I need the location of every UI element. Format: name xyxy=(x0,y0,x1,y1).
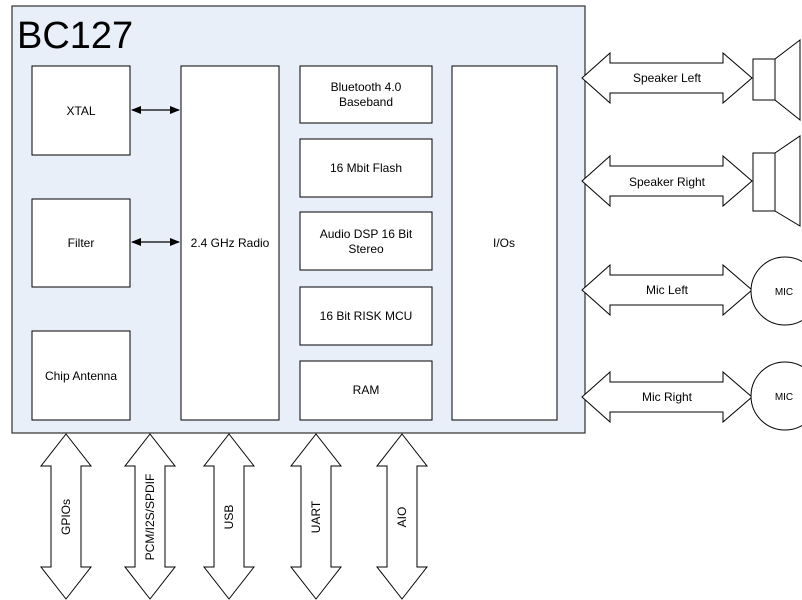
audio-dsp-label-line2: Stereo xyxy=(348,242,384,256)
xtal-block xyxy=(31,65,131,156)
ios-label: I/Os xyxy=(493,236,515,250)
bluetooth-label-line2: Baseband xyxy=(339,95,393,109)
gpios-bus-label: GPIOs xyxy=(59,499,73,535)
mic-right-label: Mic Right xyxy=(642,390,693,404)
mic-left-icon: MIC xyxy=(750,256,802,326)
pcm-bus-arrow xyxy=(123,433,177,600)
mcu-label: 16 Bit RISK MCU xyxy=(320,309,413,323)
aio-bus-label: AIO xyxy=(395,507,409,528)
speaker-left-label: Speaker Left xyxy=(633,71,702,85)
mic-left-label: Mic Left xyxy=(646,283,689,297)
ram-label: RAM xyxy=(353,383,380,397)
radio-label: 2.4 GHz Radio xyxy=(191,236,270,250)
mic-right-icon-label: MIC xyxy=(775,392,793,403)
bluetooth-baseband-block xyxy=(299,65,433,124)
mic-left-icon-label: MIC xyxy=(775,287,793,298)
audio-dsp-label-line1: Audio DSP 16 Bit xyxy=(320,227,413,241)
usb-bus-arrow xyxy=(202,433,256,600)
mic-right-icon: MIC xyxy=(750,361,802,431)
gpios-bus-arrow xyxy=(39,433,93,600)
pcm-bus-label: PCM/I2S/SPDIF xyxy=(143,474,157,561)
speaker-left-arrow xyxy=(581,51,753,105)
bluetooth-label-line1: Bluetooth 4.0 xyxy=(331,80,402,94)
speaker-right-label: Speaker Right xyxy=(629,175,706,189)
uart-bus-arrow xyxy=(289,433,343,600)
speaker-right-arrow xyxy=(581,154,753,208)
flash-label: 16 Mbit Flash xyxy=(330,161,402,175)
audio-dsp-block xyxy=(299,211,433,271)
mcu-block xyxy=(299,286,433,346)
uart-bus-label: UART xyxy=(309,500,323,533)
xtal-label: XTAL xyxy=(66,104,95,118)
chip-title: BC127 xyxy=(17,15,133,57)
filter-label: Filter xyxy=(68,236,95,250)
chip-antenna-label: Chip Antenna xyxy=(45,369,117,383)
aio-bus-arrow xyxy=(375,433,429,600)
radio-block xyxy=(180,65,280,421)
speaker-right-icon xyxy=(752,135,801,227)
ram-block xyxy=(299,360,433,421)
ios-block xyxy=(451,65,558,421)
chip-antenna-block xyxy=(31,330,131,421)
usb-bus-label: USB xyxy=(222,505,236,530)
flash-block xyxy=(299,138,433,198)
speaker-left-icon xyxy=(752,38,801,122)
filter-block xyxy=(31,198,131,288)
